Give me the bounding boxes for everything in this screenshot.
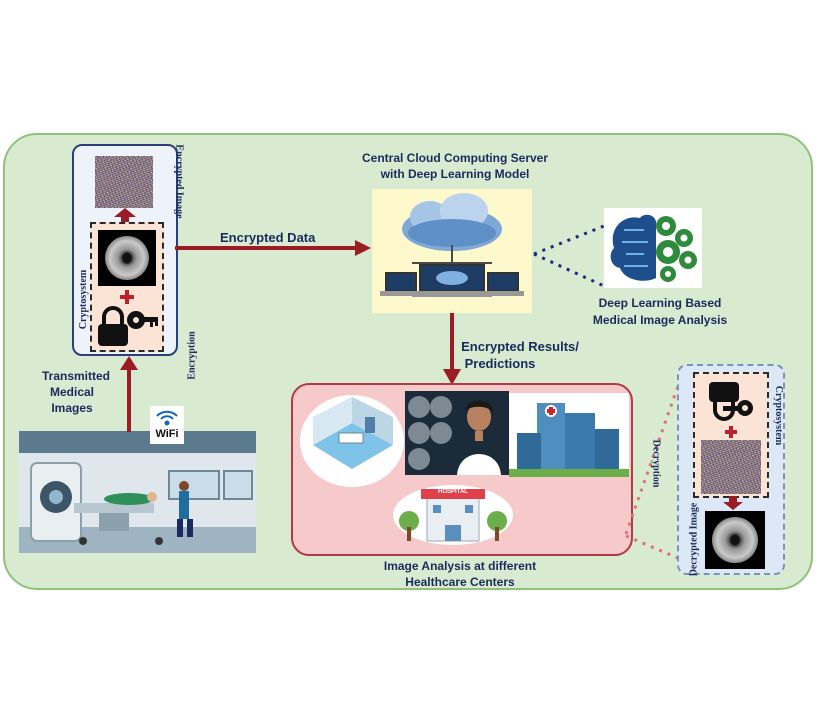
transmitted-label-3: Images bbox=[51, 401, 93, 415]
cloud-server-title-2: with Deep Learning Model bbox=[380, 167, 530, 181]
encryption-label: Encryption bbox=[186, 331, 198, 380]
mri-scan-image bbox=[98, 230, 156, 286]
encrypted-image-noise-right bbox=[701, 440, 761, 494]
decryption-connector-dots bbox=[624, 385, 680, 560]
transmitted-label-1: Transmitted bbox=[42, 369, 111, 383]
down-arrow-icon bbox=[723, 496, 743, 510]
decrypted-mri-image bbox=[705, 511, 765, 569]
healthcare-label-1: Image Analysis at different bbox=[383, 559, 537, 573]
up-arrow-icon bbox=[114, 208, 136, 224]
key-lock-icon bbox=[709, 382, 753, 421]
encryption-cryptosystem: Encrypted Image Cryptosystem bbox=[72, 144, 185, 356]
lock-key-icon bbox=[98, 306, 158, 346]
hospital-tower-icon bbox=[509, 393, 629, 477]
encrypted-image-label: Encrypted Image bbox=[173, 144, 185, 219]
plus-icon-right bbox=[725, 426, 737, 438]
dl-analysis-label-1: Deep Learning Based bbox=[598, 296, 722, 310]
encrypted-results-label-2: Predictions bbox=[464, 356, 536, 371]
healthcare-centers-box: HOSPITAL bbox=[291, 383, 633, 556]
deep-learning-box bbox=[604, 208, 702, 288]
cryptosystem-label: Cryptosystem bbox=[78, 269, 90, 330]
cloud-server-title-1: Central Cloud Computing Server bbox=[361, 151, 549, 165]
cryptosystem-label-right: Cryptosystem bbox=[773, 385, 785, 446]
decryption-label: Decryption bbox=[650, 439, 662, 488]
encrypted-data-label: Encrypted Data bbox=[220, 230, 316, 245]
upload-arrow bbox=[120, 356, 138, 432]
wifi-label: WiFi bbox=[155, 428, 179, 440]
hospital-building-icon bbox=[393, 485, 513, 545]
dl-analysis-label-2: Medical Image Analysis bbox=[592, 313, 728, 327]
results-arrow bbox=[443, 313, 461, 385]
mri-room-illustration bbox=[19, 431, 256, 553]
wifi-icon bbox=[156, 410, 178, 426]
transmitted-label-2: Medical bbox=[49, 385, 94, 399]
decryption-cryptosystem-box bbox=[693, 372, 769, 498]
wifi-badge: WiFi bbox=[150, 406, 184, 444]
mri-scanner-icon bbox=[19, 431, 256, 553]
hospital-room-icon bbox=[300, 395, 404, 487]
plus-icon bbox=[120, 290, 134, 304]
cloud-server-box bbox=[372, 189, 532, 313]
encrypted-results-label-1: Encrypted Results/ bbox=[461, 339, 579, 354]
encrypted-data-arrow bbox=[175, 240, 371, 256]
decrypted-image-label: Decrypted Image bbox=[688, 502, 700, 577]
decryption-cryptosystem: Cryptosystem Decrypted Image bbox=[677, 364, 785, 577]
brain-gears-icon bbox=[610, 214, 697, 282]
encrypted-image-noise bbox=[95, 156, 153, 208]
cloud-computing-icon bbox=[380, 193, 524, 297]
hospital-sign: HOSPITAL bbox=[438, 489, 468, 495]
cryptosystem-box bbox=[90, 222, 164, 352]
dl-connector-dots bbox=[533, 224, 605, 288]
healthcare-label-2: Healthcare Centers bbox=[405, 575, 515, 589]
doctor-scans-icon bbox=[405, 391, 509, 475]
